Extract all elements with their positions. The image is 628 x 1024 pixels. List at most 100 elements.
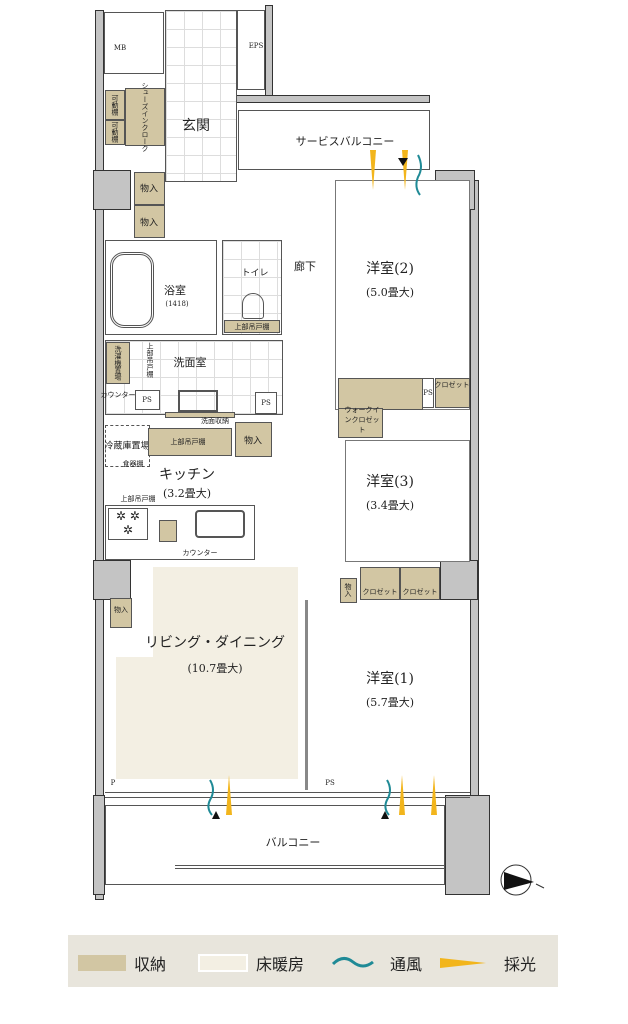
outer-wall-left bbox=[95, 10, 104, 900]
room1-closet-2-label: クロゼット bbox=[402, 588, 438, 596]
movable-shelf-lower-label: 可動棚 bbox=[111, 121, 119, 143]
washer-space bbox=[106, 342, 130, 384]
ps-wash-2 bbox=[255, 392, 277, 414]
room2-closet bbox=[435, 378, 470, 408]
ps-room1-label: PS bbox=[325, 779, 335, 787]
kitchen-counter-label: カウンター bbox=[182, 549, 218, 557]
entrance-label: 玄関 bbox=[182, 118, 210, 134]
compass-icon bbox=[500, 864, 545, 896]
room1-closet-1 bbox=[360, 567, 400, 600]
storage-living-label: 物入 bbox=[114, 606, 128, 614]
daylight-arrow-icon bbox=[370, 150, 422, 196]
ps-wash-1-label: PS bbox=[142, 396, 152, 404]
room2-closet-label: クロゼット bbox=[434, 381, 470, 389]
room1-closet-2 bbox=[400, 567, 440, 600]
shoe-closet bbox=[125, 88, 165, 146]
kitchen-upper-cabinet-2-label: 上部吊戸棚 bbox=[120, 495, 156, 503]
room3 bbox=[345, 440, 470, 562]
stove-icon: ✲ ✲✲ bbox=[108, 508, 148, 540]
dish-shelf-label: 食器棚 bbox=[122, 460, 144, 468]
living-label: リビング・ダイニング bbox=[145, 635, 285, 651]
legend-floor-heating-label: 床暖房 bbox=[256, 955, 305, 974]
counter-storage bbox=[159, 520, 177, 542]
toilet-label: トイレ bbox=[241, 268, 269, 279]
kitchen-size: (3.2畳大) bbox=[162, 487, 212, 500]
sash-line bbox=[105, 792, 470, 798]
balcony-railing bbox=[175, 865, 445, 869]
floor-heating-swatch bbox=[198, 954, 248, 972]
service-balcony bbox=[238, 110, 430, 170]
column-left-mid bbox=[93, 560, 131, 600]
movable-shelf-lower bbox=[105, 120, 125, 145]
storage-kitchen bbox=[235, 422, 272, 457]
legend-item-floor-heating: 床暖房 bbox=[198, 951, 304, 975]
ps-room2 bbox=[422, 378, 434, 408]
wall-eps bbox=[265, 5, 273, 100]
washroom-label: 洗面室 bbox=[173, 356, 207, 369]
toilet-upper-cabinet-label: 上部吊戸棚 bbox=[234, 323, 270, 331]
room3-label: 洋室(3) bbox=[366, 474, 414, 490]
mb-room bbox=[104, 12, 164, 74]
walk-in-closet-lower bbox=[338, 408, 383, 438]
toilet bbox=[222, 240, 282, 335]
toilet-icon bbox=[242, 293, 264, 319]
floor-heating-upper bbox=[153, 567, 298, 657]
washroom bbox=[105, 340, 283, 415]
p-label: P bbox=[110, 779, 116, 787]
wash-upper-cabinet-label: 上部吊戸棚 bbox=[146, 342, 154, 378]
floor-heating-lower bbox=[116, 657, 298, 779]
room1-label: 洋室(1) bbox=[366, 671, 414, 687]
wash-storage bbox=[165, 412, 235, 418]
daylight-arrow-icon bbox=[207, 775, 232, 819]
bath-size: (1418) bbox=[165, 300, 189, 308]
storage-entrance-1 bbox=[134, 172, 165, 205]
mb-label: MB bbox=[113, 44, 127, 52]
room3-size: (3.4畳大) bbox=[365, 499, 415, 512]
room2 bbox=[335, 180, 470, 410]
kitchen-upper-cabinet bbox=[148, 428, 232, 456]
service-balcony-label: サービスバルコニー bbox=[295, 135, 395, 148]
ps-wash-1 bbox=[135, 390, 160, 410]
outer-wall-right bbox=[470, 180, 479, 850]
wash-storage-label: 洗面収納 bbox=[201, 417, 229, 425]
eps-room bbox=[237, 10, 265, 90]
bathtub-icon bbox=[110, 252, 154, 328]
fridge-space-label: 冷蔵庫置場 bbox=[104, 441, 150, 452]
sink-icon bbox=[178, 390, 218, 412]
legend-item-storage: 収納 bbox=[78, 951, 166, 975]
legend-item-daylight: 採光 bbox=[440, 951, 536, 975]
wic-label: ウォークインクロゼット bbox=[344, 406, 380, 434]
daylight-icon bbox=[440, 958, 486, 968]
ventilation-icon bbox=[332, 957, 374, 968]
storage-entrance-2 bbox=[134, 205, 165, 238]
balcony-label: バルコニー bbox=[265, 836, 321, 849]
column-right-mid bbox=[440, 560, 478, 600]
bath-label: 浴室 bbox=[164, 284, 186, 297]
legend: 収納 床暖房 通風 採光 bbox=[68, 935, 558, 987]
kitchen-sink-icon bbox=[195, 510, 245, 538]
washer-space-label: 洗濯機置場 bbox=[114, 345, 122, 381]
kitchen-label: キッチン bbox=[159, 467, 215, 483]
storage-room1-label: 物入 bbox=[344, 583, 352, 597]
storage-entrance-1-label: 物入 bbox=[139, 184, 159, 195]
legend-storage-label: 収納 bbox=[134, 955, 167, 974]
room2-size: (5.0畳大) bbox=[365, 286, 415, 299]
living-size: (10.7畳大) bbox=[187, 662, 243, 675]
eps-label: EPS bbox=[248, 42, 264, 50]
wash-counter-label: カウンター bbox=[100, 391, 136, 399]
ps-room2-label: PS bbox=[423, 389, 433, 397]
legend-daylight-label: 採光 bbox=[504, 955, 537, 974]
hallway-label: 廊下 bbox=[294, 260, 316, 273]
wall-service-balcony bbox=[235, 95, 430, 103]
movable-shelf-upper bbox=[105, 90, 125, 120]
storage-swatch bbox=[78, 955, 126, 971]
movable-shelf-upper-label: 可動棚 bbox=[111, 94, 119, 116]
storage-living bbox=[110, 598, 132, 628]
room1-size: (5.7畳大) bbox=[365, 696, 415, 709]
entrance bbox=[165, 10, 237, 182]
wall-living-room1 bbox=[305, 600, 308, 790]
kitchen-upper-cabinet-label: 上部吊戸棚 bbox=[170, 438, 206, 446]
column-right-bottom bbox=[445, 795, 490, 895]
shoe-closet-label: シューズインクローク bbox=[141, 82, 149, 152]
